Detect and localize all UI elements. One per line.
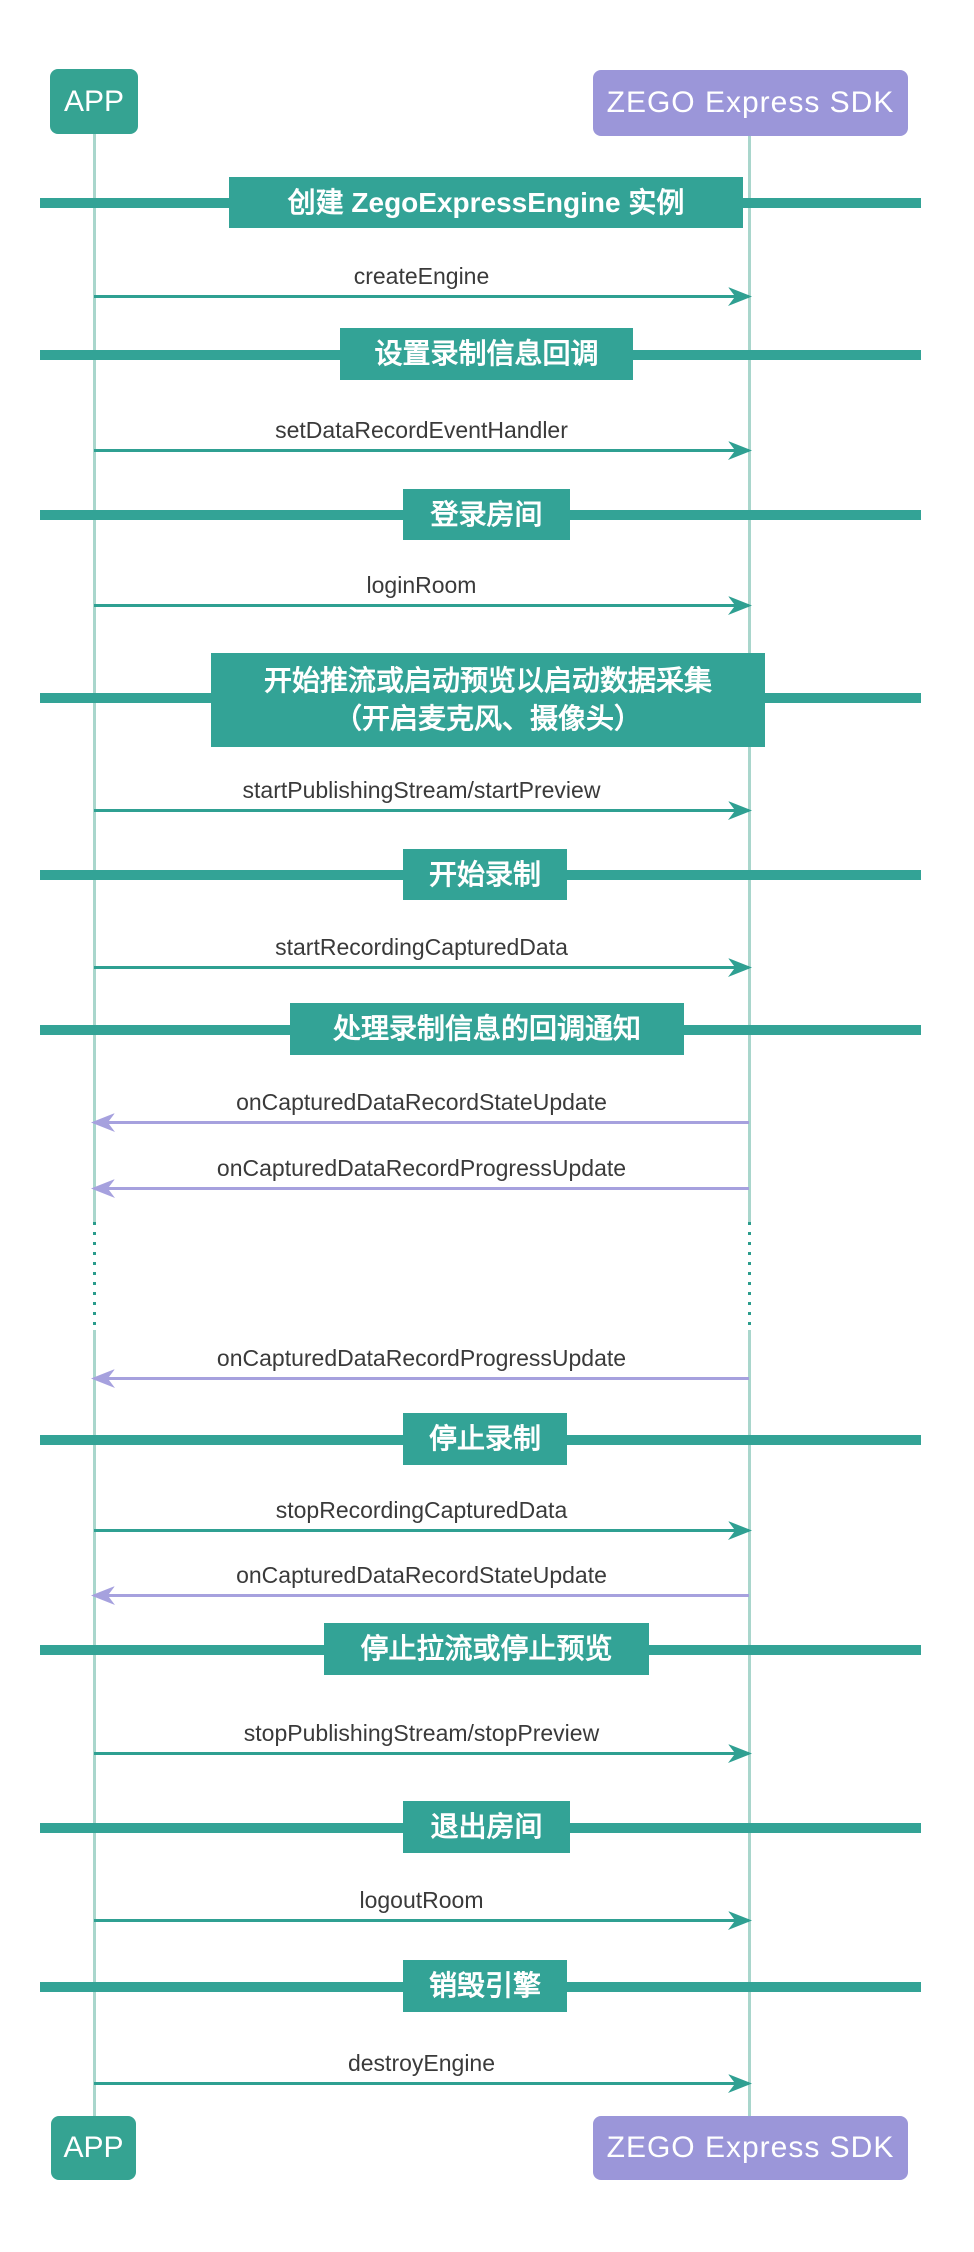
- phase-label-login-room: 登录房间: [403, 489, 570, 540]
- app-lifeline-top: [93, 134, 96, 1222]
- message-label: onCapturedDataRecordStateUpdate: [236, 1089, 607, 1115]
- message-label: logoutRoom: [359, 1887, 484, 1913]
- message-label: stopRecordingCapturedData: [275, 1497, 568, 1523]
- phase-text: 退出房间: [430, 1811, 543, 1842]
- sdk-footer-label: ZEGO Express SDK: [606, 2131, 895, 2164]
- phase-label-start-capture: 开始推流或启动预览以启动数据采集 （开启麦克风、摄像头）: [211, 653, 765, 747]
- app-header-label: APP: [63, 84, 125, 118]
- message-label: startPublishingStream/startPreview: [242, 777, 601, 803]
- message-label: onCapturedDataRecordProgressUpdate: [216, 1155, 627, 1181]
- sdk-footer-box: ZEGO Express SDK: [593, 2116, 908, 2180]
- message-progress-update-2: onCapturedDataRecordProgressUpdate: [91, 1344, 749, 1388]
- phase-label-set-handler: 设置录制信息回调: [340, 328, 633, 380]
- message-label: createEngine: [353, 263, 490, 289]
- arrow-right-icon: [94, 1744, 752, 1763]
- message-label: destroyEngine: [347, 2050, 496, 2076]
- message-set-data-record-event-handler: setDataRecordEventHandler: [94, 416, 752, 460]
- sdk-lifeline-dotted: [748, 1222, 751, 1330]
- message-stop-publishing: stopPublishingStream/stopPreview: [94, 1719, 752, 1763]
- arrow-right-icon: [94, 596, 752, 615]
- phase-text: 开始录制: [428, 858, 541, 890]
- sdk-header-label: ZEGO Express SDK: [606, 86, 895, 119]
- arrow-right-icon: [94, 958, 752, 977]
- arrow-left-icon: [91, 1113, 749, 1132]
- message-label: setDataRecordEventHandler: [275, 417, 568, 443]
- app-lifeline-dotted: [93, 1222, 96, 1330]
- arrow-right-icon: [94, 801, 752, 820]
- app-footer-label: APP: [63, 2131, 124, 2164]
- phase-text-line2: （开启麦克风、摄像头）: [333, 703, 642, 734]
- arrow-left-icon: [91, 1179, 749, 1198]
- phase-label-destroy-engine: 销毁引擎: [403, 1960, 567, 2012]
- message-login-room: loginRoom: [94, 571, 752, 615]
- message-label: loginRoom: [366, 572, 477, 598]
- arrow-right-icon: [94, 441, 752, 460]
- phase-text: 处理录制信息的回调通知: [332, 1013, 641, 1044]
- phase-text: 登录房间: [430, 498, 543, 530]
- arrow-left-icon: [91, 1369, 749, 1388]
- phase-text: 设置录制信息回调: [374, 338, 599, 369]
- message-logout-room: logoutRoom: [94, 1886, 752, 1930]
- phase-label-create-engine: 创建 ZegoExpressEngine 实例: [229, 177, 743, 228]
- phase-label-stop-record: 停止录制: [403, 1413, 567, 1465]
- message-label: onCapturedDataRecordProgressUpdate: [216, 1345, 627, 1371]
- sdk-header-box: ZEGO Express SDK: [593, 70, 908, 136]
- message-start-recording: startRecordingCapturedData: [94, 933, 752, 977]
- arrow-right-icon: [94, 1521, 752, 1540]
- arrow-right-icon: [94, 1911, 752, 1930]
- phase-text: 创建 ZegoExpressEngine 实例: [287, 186, 685, 218]
- phase-label-handle-callbacks: 处理录制信息的回调通知: [290, 1003, 684, 1055]
- message-label: stopPublishingStream/stopPreview: [243, 1720, 600, 1746]
- phase-label-logout-room: 退出房间: [403, 1801, 570, 1853]
- app-lifeline-bottom: [93, 1330, 96, 2116]
- phase-text: 销毁引擎: [428, 1970, 541, 2001]
- phase-label-stop-stream: 停止拉流或停止预览: [324, 1623, 649, 1675]
- message-stop-recording: stopRecordingCapturedData: [94, 1496, 752, 1540]
- phase-text: 停止录制: [428, 1423, 541, 1454]
- sdk-lifeline-bottom: [748, 1330, 751, 2116]
- message-progress-update-1: onCapturedDataRecordProgressUpdate: [91, 1154, 749, 1198]
- phase-text: 停止拉流或停止预览: [360, 1633, 613, 1664]
- message-destroy-engine: destroyEngine: [94, 2049, 752, 2093]
- arrow-right-icon: [94, 2074, 752, 2093]
- message-label: onCapturedDataRecordStateUpdate: [236, 1562, 607, 1588]
- arrow-right-icon: [94, 287, 752, 306]
- app-footer-box: APP: [51, 2116, 136, 2180]
- app-header-box: APP: [50, 69, 138, 134]
- phase-text-line1: 开始推流或启动预览以启动数据采集: [263, 665, 712, 696]
- phase-label-start-record: 开始录制: [403, 849, 567, 900]
- arrow-left-icon: [91, 1586, 749, 1605]
- message-label: startRecordingCapturedData: [275, 934, 568, 960]
- message-start-publishing: startPublishingStream/startPreview: [94, 776, 752, 820]
- message-state-update-2: onCapturedDataRecordStateUpdate: [91, 1561, 749, 1605]
- message-state-update-1: onCapturedDataRecordStateUpdate: [91, 1088, 749, 1132]
- message-create-engine: createEngine: [94, 262, 752, 306]
